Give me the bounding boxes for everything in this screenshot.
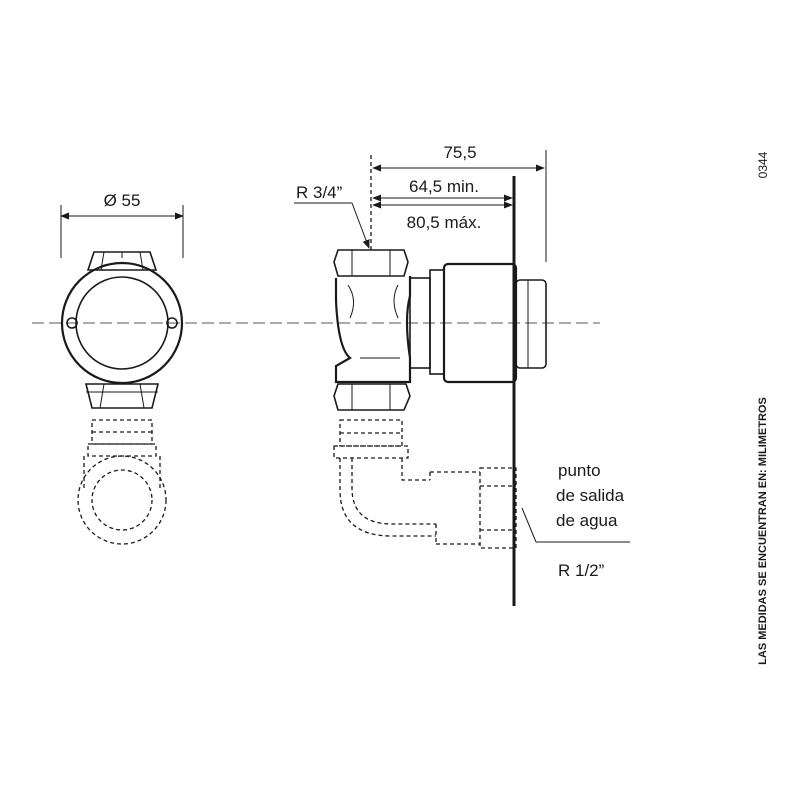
- outlet-label-line2: de salida: [556, 486, 625, 505]
- outlet-label-line1: punto: [558, 461, 601, 480]
- front-view: Ø 55: [60, 191, 184, 545]
- overall-dimension: 75,5: [443, 143, 476, 162]
- outlet-thread-label: R 1/2”: [558, 561, 605, 580]
- min-dimension: 64,5 min.: [409, 177, 479, 196]
- max-dimension: 80,5 máx.: [407, 213, 482, 232]
- diameter-label: Ø 55: [104, 191, 141, 210]
- units-note: LAS MEDIDAS SE ENCUENTRAN EN: MILIMETROS: [757, 397, 769, 665]
- inlet-thread-label: R 3/4”: [296, 183, 343, 202]
- side-view: 75,5 64,5 min. 80,5 máx. R 3/4”: [294, 143, 630, 606]
- drawing-code: 0344: [756, 151, 770, 178]
- outlet-label-line3: de agua: [556, 511, 618, 530]
